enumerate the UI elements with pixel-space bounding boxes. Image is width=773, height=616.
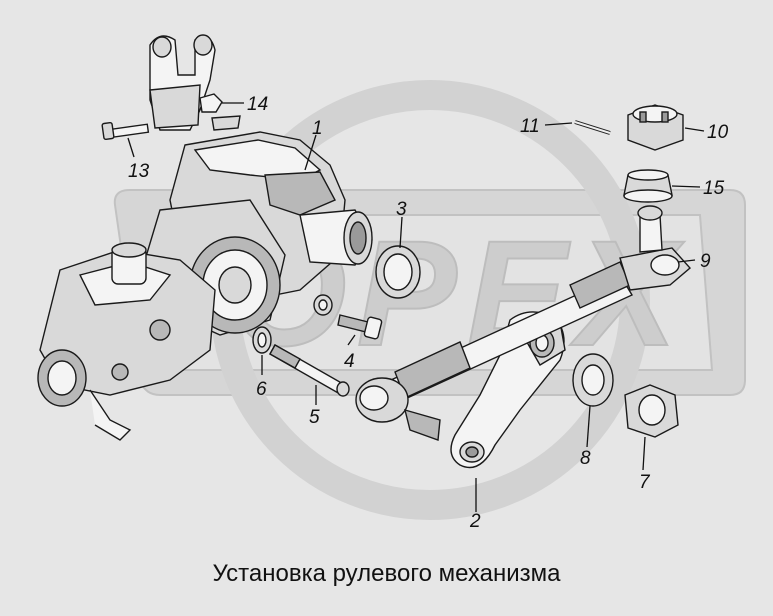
part-3-seal: [375, 245, 421, 299]
callout-8: 8: [580, 448, 591, 469]
part-5-stud: [269, 344, 350, 397]
part-13-bolt: [101, 121, 150, 141]
part-7-nut: [624, 384, 679, 438]
callout-3: 3: [396, 199, 407, 220]
callout-14: 14: [247, 94, 268, 115]
callout-10: 10: [707, 122, 729, 143]
callout-15: 15: [703, 178, 725, 199]
drag-link-rod: [355, 205, 692, 441]
part-8-washer: [572, 353, 614, 407]
part-14-nut: [199, 93, 241, 131]
valve-control-block: [37, 242, 216, 441]
leader-lines: [127, 102, 705, 512]
part-4-bolt: [337, 314, 383, 340]
steering-gear-housing: [144, 131, 373, 336]
callout-5: 5: [309, 407, 320, 428]
callout-4: 4: [344, 351, 355, 372]
part-15-cone: [623, 169, 673, 203]
part-11-cotter-pin: [574, 120, 611, 135]
diagram-caption: Установка рулевого механизма: [212, 560, 561, 587]
callout-13: 13: [128, 161, 150, 182]
callout-1: 1: [312, 118, 323, 139]
shaft-small-washer: [313, 294, 333, 316]
callout-6: 6: [256, 379, 267, 400]
callout-labels: 1 2 3 4 5 6 7 8 9 10 11 13 14 15: [128, 94, 729, 532]
callout-2: 2: [469, 511, 481, 532]
callout-11: 11: [520, 116, 540, 137]
part-6-washer: [252, 326, 272, 354]
cardan-yoke: [149, 34, 216, 131]
callout-9: 9: [700, 251, 711, 272]
callout-7: 7: [639, 472, 651, 493]
part-10-castle-nut: [627, 104, 684, 151]
